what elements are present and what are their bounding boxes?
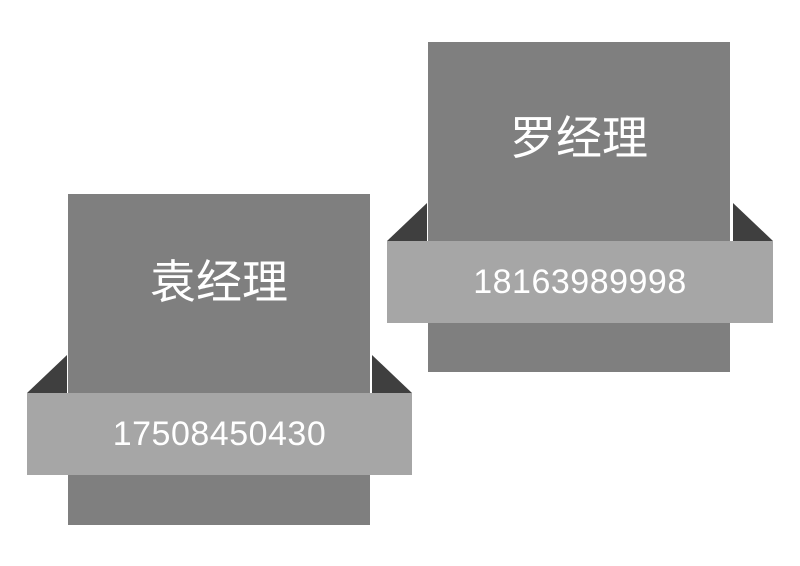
phone-band: 17508450430 [27,393,412,475]
contact-card-luo: 罗经理 18163989998 [387,42,773,372]
band-fold-right [733,203,773,241]
band-fold-left [27,355,67,393]
contact-name: 罗经理 [510,111,648,165]
band-fold-left [387,203,427,241]
card-panel [68,194,370,525]
phone-band: 18163989998 [387,241,773,323]
contact-card-yuan: 袁经理 17508450430 [27,194,412,525]
band-fold-right [372,355,412,393]
contact-name: 袁经理 [150,255,288,309]
